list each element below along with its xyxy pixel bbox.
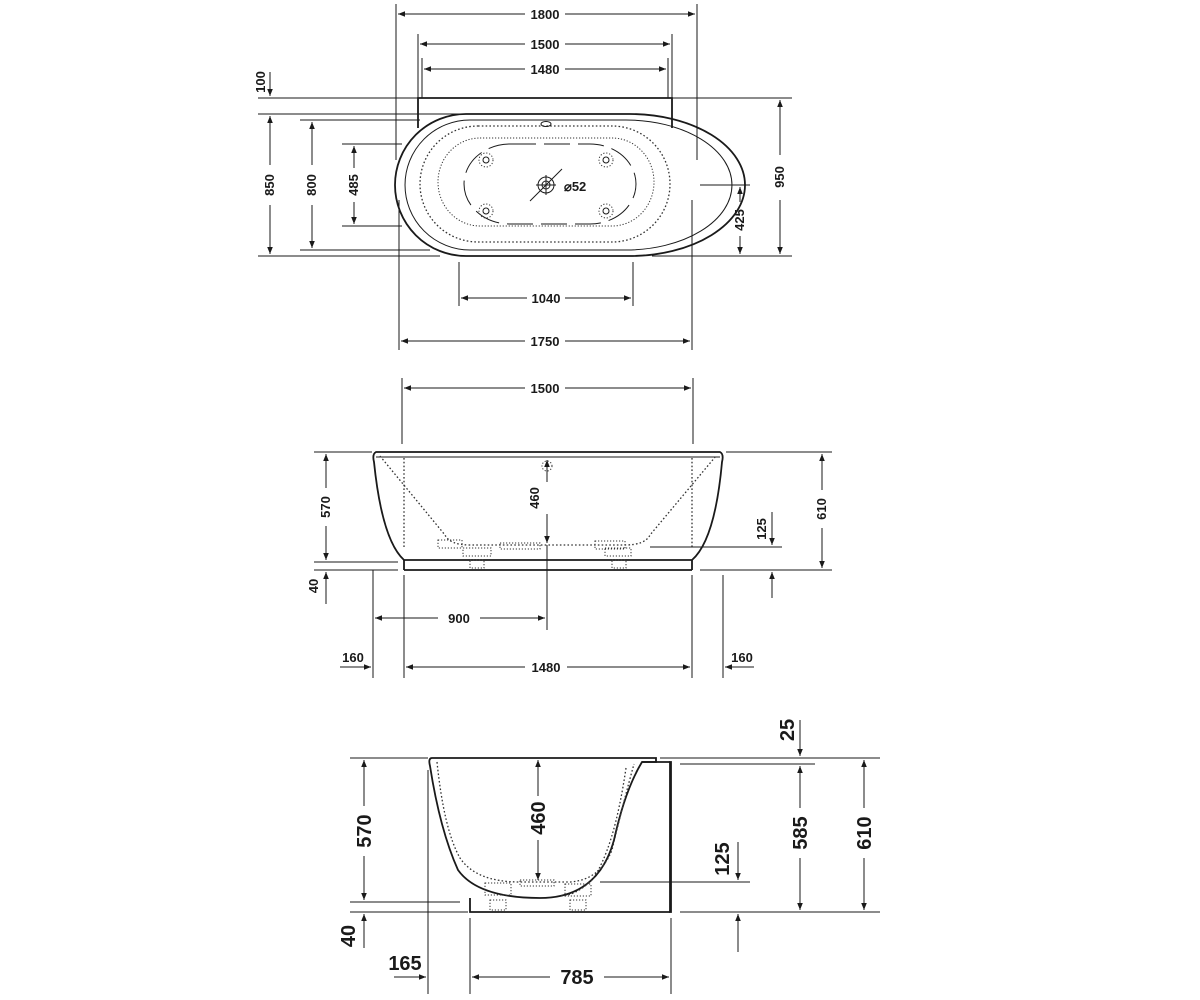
jet-icon [478, 152, 614, 219]
dim-width-1500: 1500 [531, 37, 560, 52]
dim-overhang-160-left: 160 [342, 650, 364, 665]
tub-outer-outline [394, 113, 746, 257]
dim-offset-425: 425 [732, 209, 747, 231]
dim-length-1040: 1040 [532, 291, 561, 306]
dim-height-610: 610 [814, 498, 829, 520]
dim-clearance-125: 125 [712, 842, 734, 875]
tub-wall-rim [417, 97, 673, 128]
dim-clearance-125: 125 [754, 518, 769, 540]
dim-length-1750: 1750 [531, 334, 560, 349]
tub-inner-rim [404, 119, 733, 251]
dim-rim-25: 25 [777, 719, 799, 741]
dim-depth-850: 850 [262, 174, 277, 196]
dim-width-1480: 1480 [531, 62, 560, 77]
tub-front-outline [372, 451, 724, 561]
tub-inner-basin [419, 125, 671, 243]
drain-icon [529, 168, 563, 202]
dim-height-585: 585 [790, 816, 812, 849]
drain-diameter-label: ⌀52 [564, 179, 586, 194]
top-view: ⌀52 1800 1500 1480 100 850 800 [253, 4, 792, 350]
dim-basin-485: 485 [346, 174, 361, 196]
foot-icon [437, 539, 632, 569]
tub-bottom-zone [437, 137, 655, 227]
dim-width-1500: 1500 [531, 381, 560, 396]
front-view: 1500 570 40 460 610 125 900 [306, 378, 832, 678]
dim-depth-785: 785 [560, 967, 593, 989]
wall-panel [669, 761, 672, 913]
dim-base-1480: 1480 [532, 660, 561, 675]
side-view: 25 570 40 460 585 610 125 165 [338, 719, 880, 994]
dim-basin-depth-460: 460 [527, 487, 542, 509]
foot-icon [484, 879, 592, 911]
dim-base-40: 40 [306, 579, 321, 593]
overflow-icon [541, 460, 553, 472]
dim-depth-800: 800 [304, 174, 319, 196]
dim-height-570: 570 [354, 814, 376, 847]
dim-height-570: 570 [318, 496, 333, 518]
tub-floor-outline [463, 143, 637, 225]
dim-drain-900: 900 [448, 611, 470, 626]
tub-front-basin [379, 455, 717, 546]
dim-depth-950: 950 [772, 166, 787, 188]
overflow-icon [540, 121, 552, 127]
tub-side-basin [436, 761, 635, 883]
dim-base-40: 40 [338, 925, 360, 947]
dim-overhang-160-right: 160 [731, 650, 753, 665]
dim-height-610: 610 [854, 816, 876, 849]
dim-basin-depth-460: 460 [528, 801, 550, 834]
dim-overhang-165: 165 [388, 953, 421, 975]
dim-width-1800: 1800 [531, 7, 560, 22]
dim-rim-100: 100 [253, 71, 268, 93]
